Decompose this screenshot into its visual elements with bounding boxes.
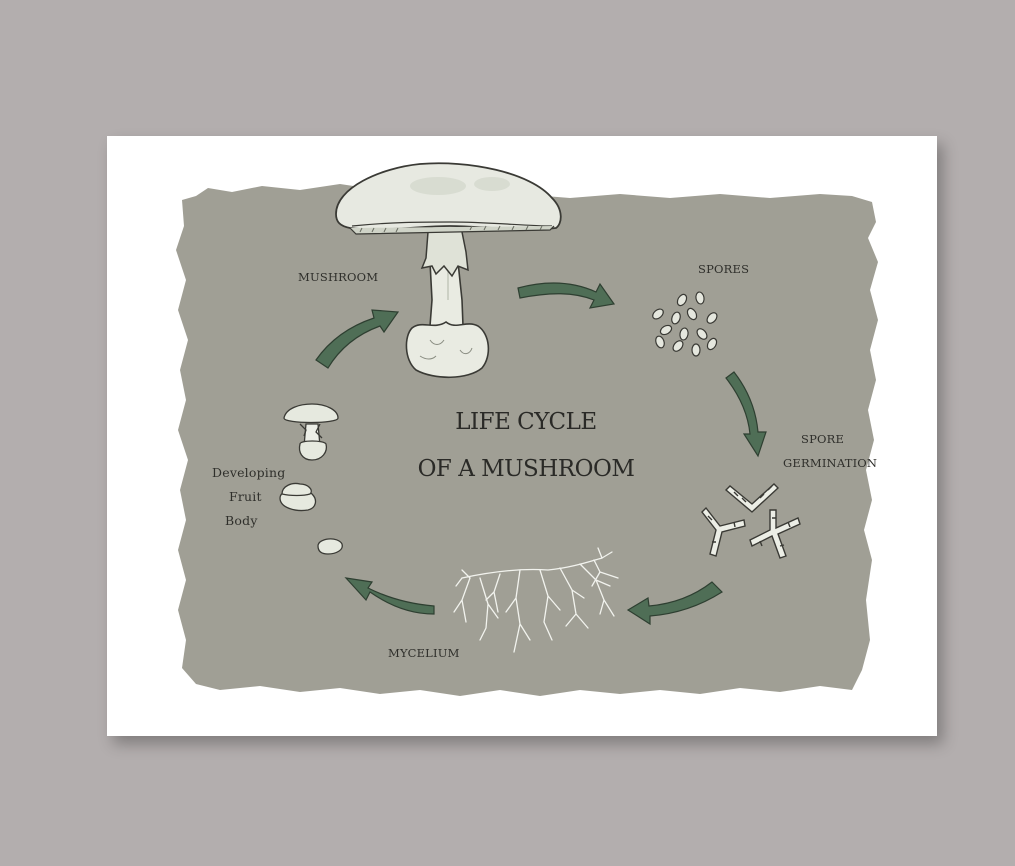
arrow-mycelium-to-developing bbox=[344, 577, 435, 615]
label-spore-germination-line1: SPORE bbox=[801, 432, 845, 446]
arrow-spores-to-germination bbox=[725, 371, 767, 458]
torn-paper-panel bbox=[176, 184, 878, 696]
arrow-developing-to-mushroom bbox=[315, 309, 400, 369]
label-spores: SPORES bbox=[698, 262, 750, 276]
cycle-arrows bbox=[315, 282, 767, 626]
label-mushroom: MUSHROOM bbox=[298, 270, 379, 284]
diagram-title-line2: OF A MUSHROOM bbox=[417, 456, 635, 482]
label-developing-line3: Body bbox=[225, 513, 258, 528]
label-developing-line1: Developing bbox=[212, 465, 286, 480]
arrow-germination-to-mycelium bbox=[626, 581, 723, 626]
label-spore-germination-line2: GERMINATION bbox=[783, 456, 878, 470]
germinating-spores-illustration bbox=[701, 483, 801, 559]
developing-fruit-body-illustration bbox=[279, 403, 343, 555]
label-developing-line2: Fruit bbox=[229, 489, 262, 504]
mycelium-illustration bbox=[453, 547, 619, 653]
spores-illustration bbox=[652, 291, 718, 357]
adult-mushroom-illustration bbox=[335, 162, 562, 379]
label-mycelium: MYCELIUM bbox=[388, 646, 460, 660]
arrow-mushroom-to-spores bbox=[517, 282, 616, 309]
diagram-title-line1: LIFE CYCLE bbox=[455, 409, 597, 435]
